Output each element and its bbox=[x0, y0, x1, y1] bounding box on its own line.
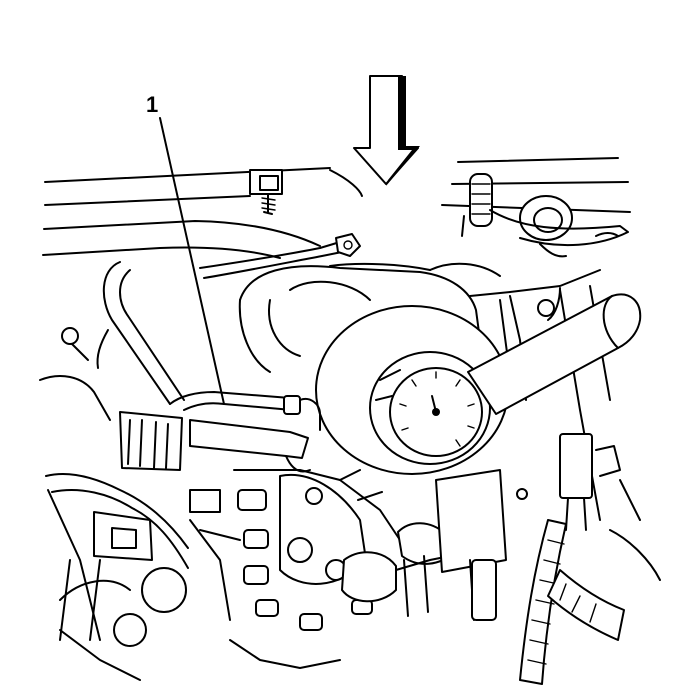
injector-cluster bbox=[229, 469, 401, 669]
harness-clip-right bbox=[461, 173, 629, 258]
fuel-hoses-lower bbox=[341, 469, 507, 621]
callout-label: 1 bbox=[146, 92, 158, 117]
fuel-pressure-gauge bbox=[315, 305, 509, 475]
bolt-fastener-left bbox=[249, 169, 283, 215]
callout-1: 1 bbox=[146, 92, 225, 405]
ground-cable-terminal bbox=[199, 233, 361, 279]
gauge-hose bbox=[467, 293, 642, 415]
wiring-harness-left bbox=[39, 327, 241, 681]
fuel-feed-pipe bbox=[96, 261, 321, 431]
fuel-rail-test-port bbox=[119, 411, 311, 473]
strut-tower bbox=[238, 262, 601, 373]
corrugated-hose-right bbox=[516, 433, 661, 685]
direction-arrow bbox=[353, 75, 420, 186]
